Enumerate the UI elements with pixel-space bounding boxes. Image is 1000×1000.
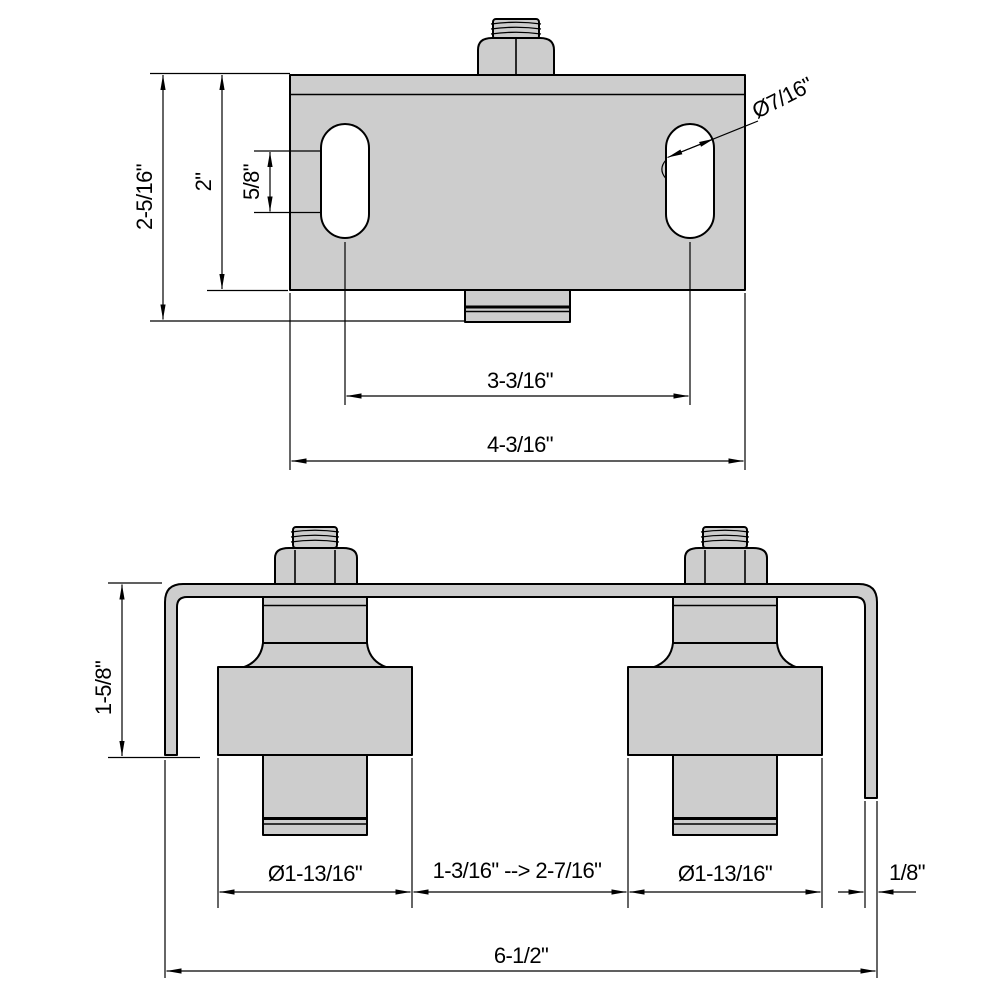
left-roller — [217, 596, 413, 836]
dim-label-material-thickness: 1/8" — [889, 860, 925, 885]
dim-plate-width: 4-3/16" — [289, 293, 746, 470]
roller-hub-bottom — [262, 754, 368, 836]
dim-label-plate-width: 4-3/16" — [487, 432, 553, 457]
dim-label-plate-height: 2" — [191, 173, 216, 192]
thread-line — [290, 539, 340, 543]
dim-label-right-roller-diameter: Ø1-13/16" — [678, 861, 772, 886]
dim-left-roller-diameter: Ø1-13/16" — [219, 861, 411, 895]
bracket-bar — [164, 583, 878, 799]
dim-roller-gap: 1-3/16" --> 2-7/16" — [413, 858, 627, 895]
roller-flare — [242, 642, 388, 669]
right-roller — [627, 596, 823, 836]
dim-slot-length: 5/8" — [239, 150, 320, 214]
dim-plate-height: 2" — [191, 75, 288, 292]
left-bolt — [274, 526, 358, 585]
roller-wheel — [217, 666, 413, 756]
roller-hub-top — [262, 596, 368, 644]
hex-nut — [274, 547, 358, 585]
top-view: 2-5/16" 2" 5/8" Ø7/16" 3-3/16" — [132, 18, 816, 470]
mounting-slot-left — [320, 123, 370, 239]
top-hex-nut — [477, 37, 555, 76]
dim-label-left-roller-diameter: Ø1-13/16" — [268, 861, 362, 886]
dim-material-thickness: 1/8" — [838, 860, 926, 895]
roller-hub-top — [672, 596, 778, 644]
thread-line — [290, 529, 340, 533]
thread-line — [700, 529, 750, 533]
roller-hub-bottom — [672, 754, 778, 836]
dim-label-roller-gap: 1-3/16" --> 2-7/16" — [433, 858, 602, 883]
leader-arc-tail — [661, 159, 667, 179]
dim-label-drop-height: 1-5/8" — [91, 661, 116, 715]
dim-label-slot-spacing: 3-3/16" — [487, 368, 553, 393]
right-bolt — [684, 526, 768, 585]
extension-lines — [164, 758, 878, 978]
dim-label-overall-width: 6-1/2" — [494, 943, 548, 968]
leader-arrow-line — [680, 138, 715, 153]
dim-overall-height: 2-5/16" — [132, 72, 464, 322]
dim-drop-height: 1-5/8" — [91, 582, 200, 759]
thread-line — [290, 534, 340, 538]
dim-right-roller-diameter: Ø1-13/16" — [629, 861, 821, 895]
thread-line — [700, 539, 750, 543]
thread-line — [490, 31, 542, 35]
dim-slot-spacing: 3-3/16" — [344, 242, 691, 405]
thread-line — [490, 21, 542, 25]
thread-line — [700, 534, 750, 538]
hex-nut — [684, 547, 768, 585]
plate-bottom-tab — [464, 289, 571, 323]
dim-label-overall-height: 2-5/16" — [132, 164, 157, 230]
roller-wheel — [627, 666, 823, 756]
dim-label-slot-diameter: Ø7/16" — [748, 72, 816, 123]
thread-line — [490, 26, 542, 30]
front-view: 1-5/8" Ø1-13/16" 1-3/16" --> 2-7/16" Ø1-… — [91, 526, 926, 978]
dim-overall-width: 6-1/2" — [166, 943, 876, 974]
dim-label-slot-length: 5/8" — [239, 164, 264, 200]
roller-flare — [652, 642, 798, 669]
top-bolt-stud — [490, 18, 542, 40]
